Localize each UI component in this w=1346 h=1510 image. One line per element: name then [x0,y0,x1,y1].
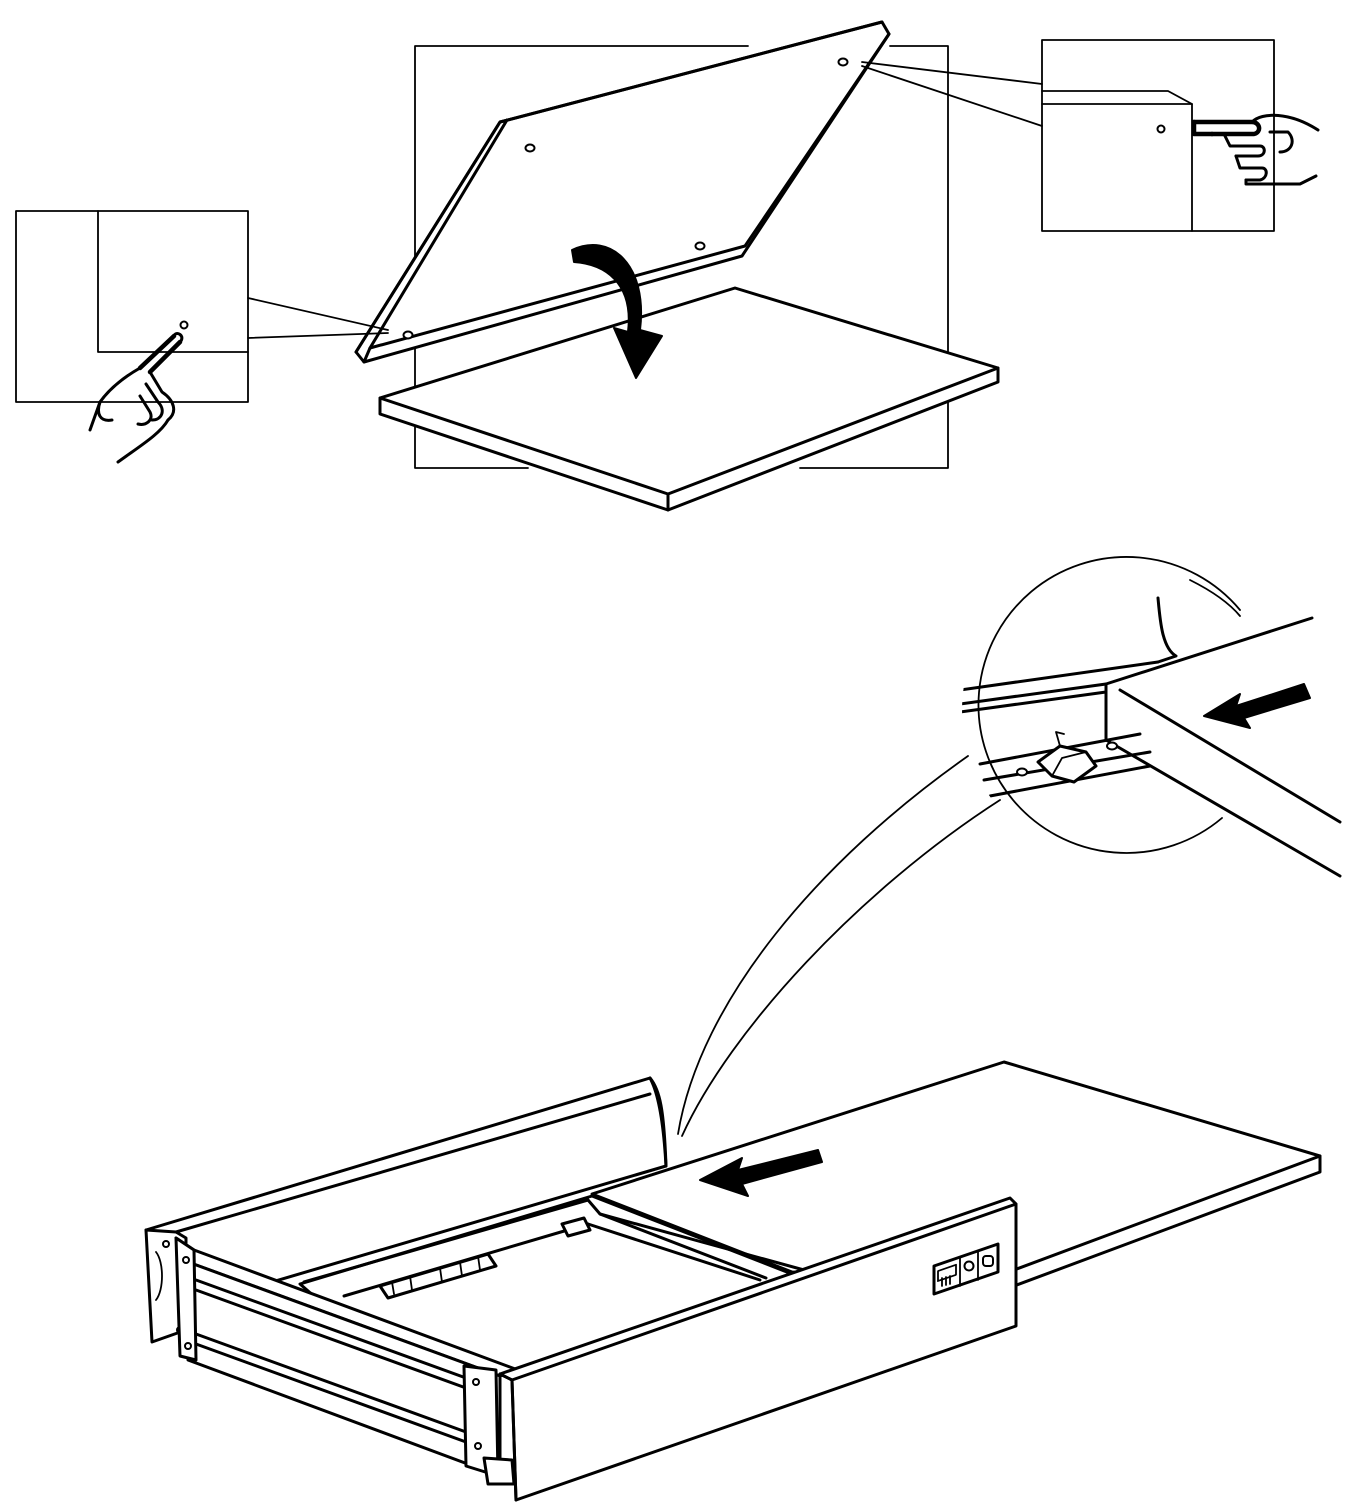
panel-hole [694,241,706,251]
panel-hole [402,330,414,340]
panel-hole [837,57,849,67]
button-icon [982,1255,994,1267]
insert-arrow-icon [699,1149,823,1197]
callout-left [15,210,389,464]
step-2-drawer-bottom [144,556,1342,1502]
knob-icon [963,1260,975,1272]
floor-clip [560,1216,592,1238]
control-panel [932,1242,1000,1296]
bottom-panel [378,286,1000,512]
drawer-back-wall [144,1076,668,1314]
floor-clip [378,1252,498,1300]
detail-callout [677,556,1342,1137]
display-icon [937,1263,957,1287]
top-panel [354,20,891,364]
pointing-hand-icon [1191,113,1320,186]
rotate-arrow-icon [571,244,663,379]
callout-right [861,39,1320,232]
drawer-side-rail [174,1236,520,1486]
drawer-front [498,1196,1018,1502]
panel-hole [524,143,536,153]
rail-clip [1016,731,1118,784]
pointing-hand-icon [88,332,184,464]
push-arrow-icon [1203,683,1311,729]
step-1-panel-flip [15,20,1320,512]
